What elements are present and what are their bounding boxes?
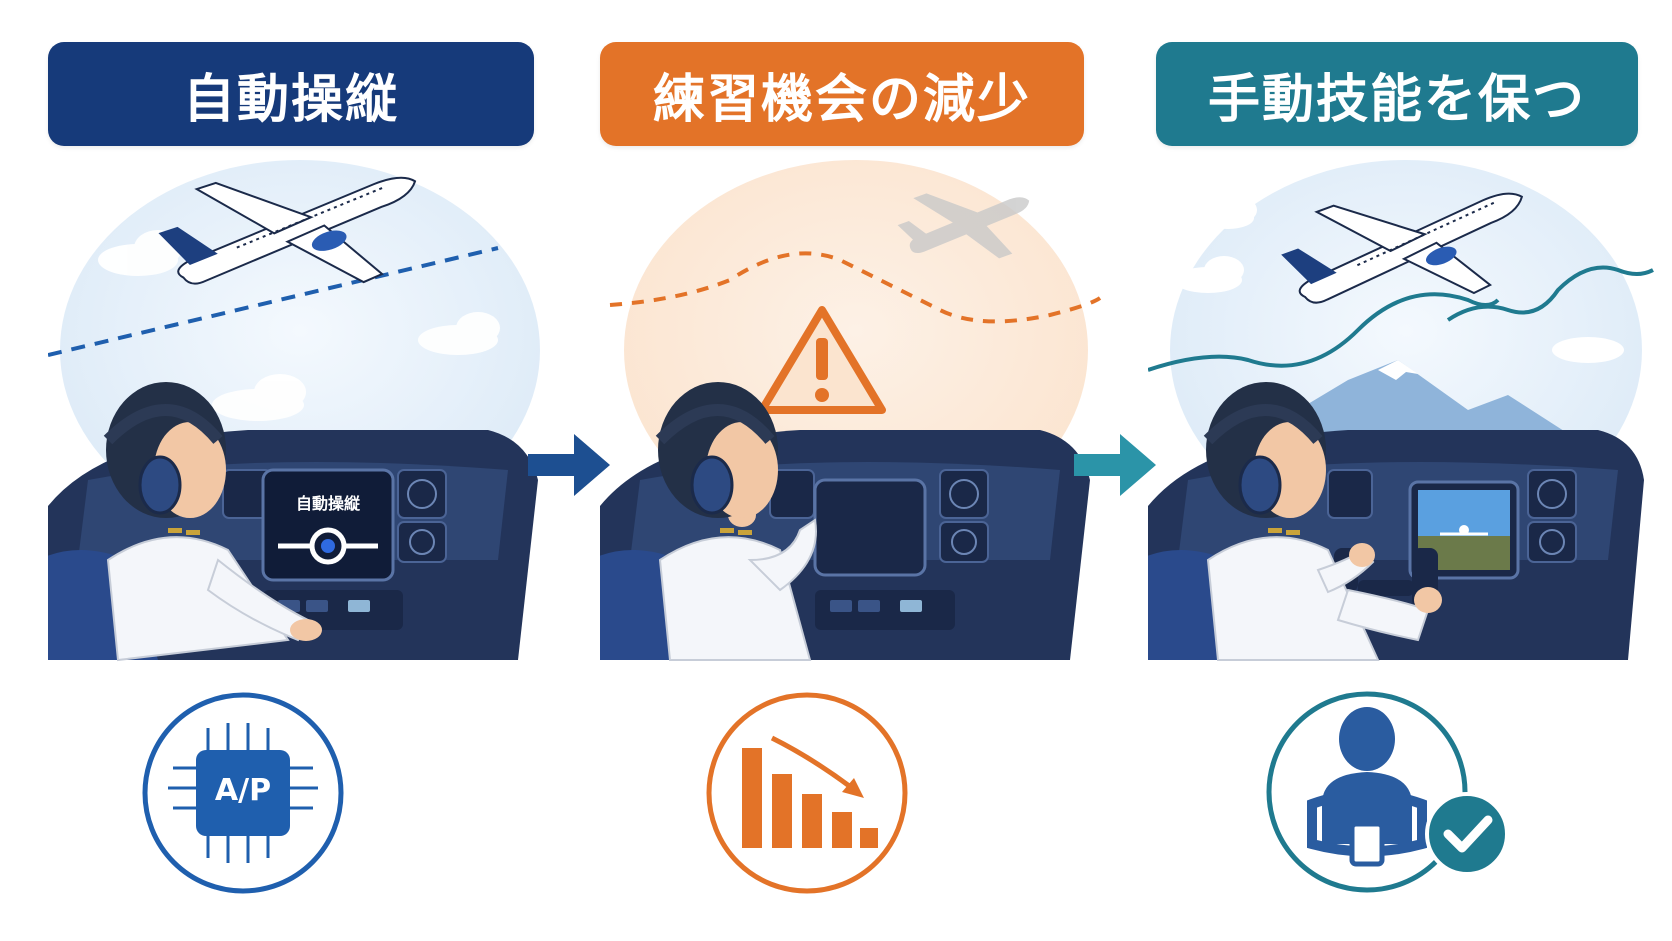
pilot-figure — [655, 382, 817, 661]
flight-path-line — [1148, 292, 1500, 372]
flight-path-line — [609, 251, 1102, 324]
airplane-icon — [1281, 192, 1524, 304]
blank-display — [813, 478, 927, 577]
arrow-right-icon — [528, 434, 610, 496]
pilot-figure — [103, 382, 322, 662]
warning-icon — [758, 306, 886, 414]
autopilot-chip-label: A/P — [214, 773, 272, 808]
airplane-icon — [158, 176, 417, 285]
pilot-yoke-check-icon — [1266, 691, 1509, 893]
panel-manual-skills: 手動技能を保つ — [1148, 0, 1668, 941]
panel-title-manual-skills: 手動技能を保つ — [1156, 42, 1638, 146]
mountain-icon — [1248, 360, 1578, 440]
cloud-icon — [1174, 198, 1624, 363]
panel-title-autopilot: 自動操縦 — [48, 42, 534, 146]
autopilot-chip-icon — [142, 692, 344, 894]
faded-airplane-icon — [897, 193, 1030, 259]
autopilot-display — [261, 468, 395, 582]
fewer-practice-cockpit-scene — [600, 160, 1102, 661]
autopilot-screen-label: 自動操縦 — [295, 494, 360, 513]
declining-bar-chart-icon — [706, 692, 908, 894]
pilot-figure — [1203, 382, 1442, 661]
panel-autopilot: 自動操縦 — [48, 0, 568, 941]
arrow-right-icon — [1074, 434, 1156, 496]
panel-fewer-practice: 練習機会の減少 — [600, 0, 1120, 941]
flight-path-line — [48, 246, 499, 357]
manual-flight-cockpit-scene — [1148, 160, 1654, 661]
panel-title-fewer-practice: 練習機会の減少 — [600, 42, 1084, 146]
autopilot-cockpit-scene — [48, 160, 540, 662]
